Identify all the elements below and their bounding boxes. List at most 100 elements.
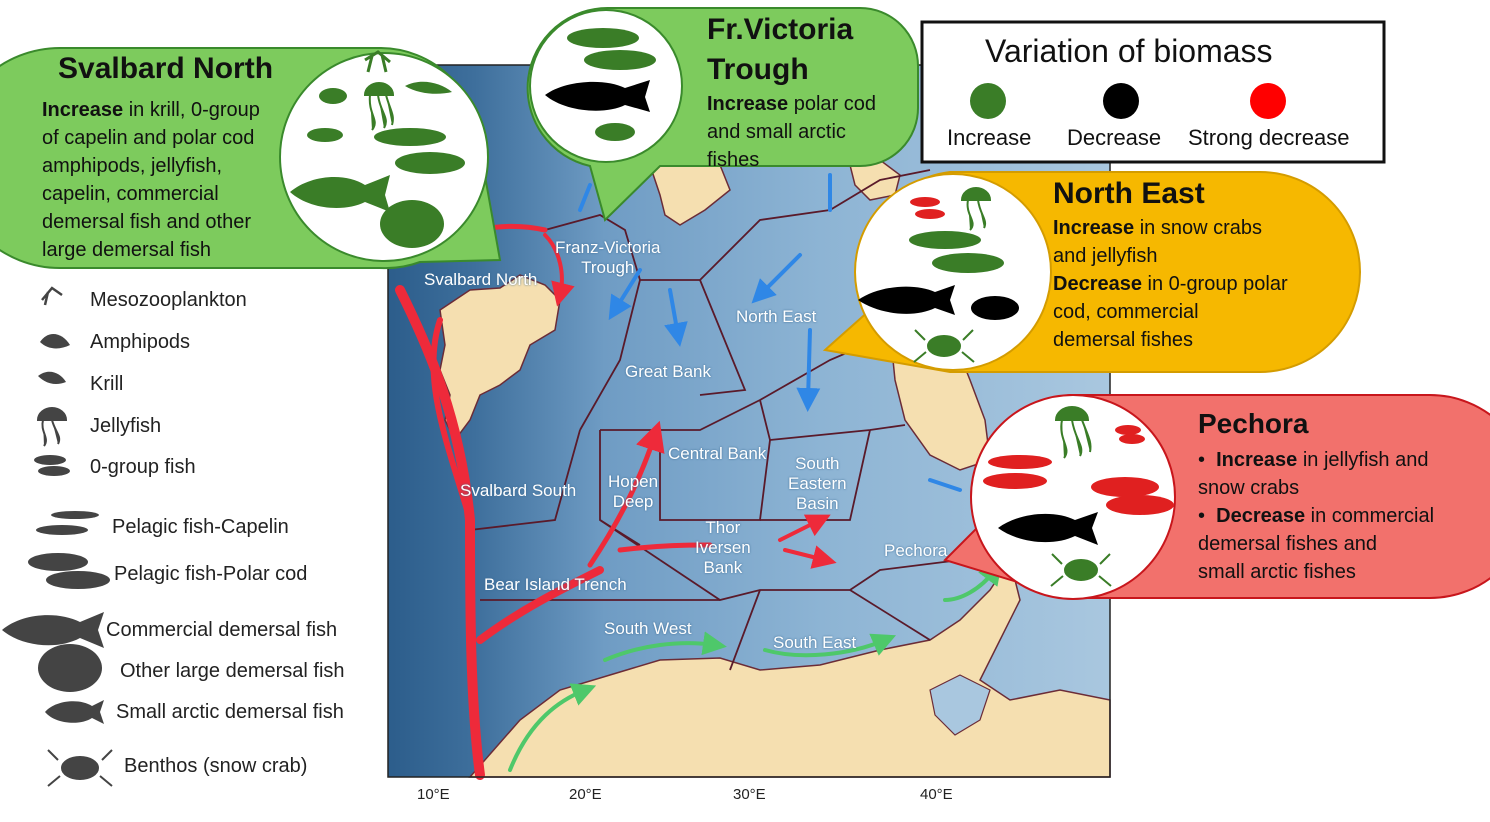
- fr-victoria-line: and small arctic: [707, 121, 846, 143]
- north-east-text: Increase in snow crabs and jellyfish Dec…: [1053, 214, 1323, 354]
- region-thor-line3: Bank: [703, 558, 743, 577]
- pechora-icons: [983, 406, 1174, 587]
- commercial-demersal-fish-icon-sn: [290, 175, 390, 212]
- small-arctic-fish-icon-ne: [971, 296, 1019, 320]
- legend-other-large-demersal: Other large demersal fish: [120, 660, 345, 682]
- region-pechora: Pechora: [884, 541, 948, 560]
- north-east-line: demersal fishes: [1053, 329, 1194, 351]
- polar-cod-icon-fv-1: [567, 28, 639, 48]
- increase-label: Increase: [947, 125, 1032, 150]
- svalbard-north-line: amphipods, jellyfish,: [42, 155, 223, 177]
- region-franz-victoria-line1: Franz-Victoria: [555, 238, 661, 257]
- svalbard-north-line: capelin, commercial: [42, 183, 219, 205]
- fr-victoria-title-line1: Fr.Victoria: [707, 13, 854, 46]
- axis-tick-10e: 10°E: [417, 786, 450, 803]
- north-east-line: cod, commercial: [1053, 301, 1199, 323]
- small-arctic-fish-icon-fv: [595, 123, 635, 141]
- polar-cod-icon-pe: [1091, 477, 1159, 497]
- pechora-line: small arctic fishes: [1198, 561, 1356, 583]
- commercial-demersal-fish-icon-ne: [858, 285, 955, 315]
- region-south-west: South West: [604, 619, 692, 638]
- region-hopen-deep: Hopen Deep: [608, 472, 658, 512]
- legend-jellyfish: Jellyfish: [90, 415, 162, 437]
- krill-icon-sn: [405, 81, 452, 94]
- pechora-icon-circle: [970, 394, 1176, 600]
- strong-decrease-swatch: [1250, 83, 1286, 119]
- legend-capelin: Pelagic fish-Capelin: [112, 516, 289, 538]
- decrease-label: Decrease: [1067, 125, 1162, 150]
- north-east-title: North East: [1053, 177, 1205, 210]
- pechora-text: • Increase in jellyfish and snow crabs •…: [1198, 446, 1488, 586]
- small-arctic-fish-icon: [45, 700, 104, 724]
- north-east-line: in snow crabs: [1139, 217, 1263, 239]
- polar-cod-icon-pe-2: [1106, 495, 1174, 515]
- capelin-icon: [51, 511, 99, 519]
- zero-group-fish-icon-pe-2: [1119, 434, 1145, 444]
- region-seb-line1: South: [795, 454, 840, 473]
- svalbard-landmass: [439, 274, 561, 442]
- flatfish-icon: [38, 644, 102, 692]
- jellyfish-icon-ne: [960, 187, 992, 231]
- commercial-demersal-fish-icon-fv: [545, 80, 650, 112]
- polar-cod-icon: [28, 553, 88, 571]
- region-thor-iversen: Thor Iversen Bank: [695, 518, 751, 578]
- north-east-icons: [858, 187, 1019, 363]
- amphipod-icon-sn: [319, 88, 347, 104]
- region-south-eastern-basin: South Eastern Basin: [788, 454, 847, 514]
- svalbard-north-line: demersal fish and other: [42, 211, 252, 233]
- jellyfish-icon-sn: [363, 82, 395, 131]
- region-seb-line2: Eastern: [788, 474, 847, 493]
- legend-small-arctic-demersal: Small arctic demersal fish: [116, 701, 344, 723]
- capelin-icon-ne: [909, 231, 981, 249]
- polar-cod-icon-fv-2: [584, 50, 656, 70]
- legend-amphipods: Amphipods: [90, 331, 191, 353]
- pechora-title: Pechora: [1198, 408, 1309, 439]
- fr-victoria-icons: [545, 28, 656, 141]
- krill-icon: [38, 371, 66, 384]
- region-thor-line1: Thor: [705, 518, 741, 537]
- zero-group-fish-icon-2: [38, 466, 70, 476]
- white-sea: [929, 674, 991, 736]
- biomass-legend-title: Variation of biomass: [985, 33, 1273, 69]
- legend-mesozooplankton: Mesozooplankton: [90, 289, 247, 311]
- region-hopen-line2: Deep: [612, 492, 654, 511]
- axis-tick-30e: 30°E: [733, 786, 766, 803]
- fr-victoria-text: Increase polar cod and small arctic fish…: [707, 90, 912, 174]
- fr-victoria-line: polar cod: [793, 93, 877, 115]
- zero-group-fish-icon-ne: [910, 197, 940, 207]
- mesozooplankton-icon: [41, 286, 63, 306]
- legend-polar-cod: Pelagic fish-Polar cod: [114, 563, 308, 585]
- commercial-demersal-fish-icon-pe: [998, 512, 1098, 545]
- north-east-line: in 0-group polar: [1147, 273, 1288, 295]
- region-hopen-line1: Hopen: [608, 472, 659, 491]
- capelin-icon-pe: [988, 455, 1052, 469]
- jellyfish-icon: [36, 407, 68, 447]
- taxa-legend-icons: [2, 286, 113, 787]
- fr-victoria-line: fishes: [707, 149, 760, 171]
- snow-crab-icon-pe: [1050, 553, 1112, 587]
- svalbard-north-text: Increase in krill, 0-group of capelin an…: [42, 96, 292, 264]
- pechora-line: in jellyfish and: [1302, 449, 1429, 471]
- fr-victoria-title-line2: Trough: [707, 53, 809, 86]
- north-east-line: and jellyfish: [1053, 245, 1158, 267]
- pechora-increase-word: Increase: [1216, 449, 1298, 471]
- region-thor-line2: Iversen: [695, 538, 751, 557]
- north-east-increase-word: Increase: [1053, 217, 1135, 239]
- svalbard-north-increase-word: Increase: [42, 99, 124, 121]
- snow-crab-icon: [47, 749, 113, 787]
- jellyfish-icon-pe: [1054, 406, 1092, 459]
- polar-cod-icon-ne: [932, 253, 1004, 273]
- region-seb-line3: Basin: [796, 494, 839, 513]
- region-south-east: South East: [773, 633, 857, 652]
- snow-crab-icon-ne: [913, 329, 975, 363]
- svalbard-north-line: large demersal fish: [42, 239, 211, 261]
- svalbard-north-title: Svalbard North: [58, 52, 274, 85]
- svalbard-north-line: in krill, 0-group: [128, 99, 260, 121]
- zero-group-fish-icon-sn: [307, 128, 343, 142]
- legend-0-group-fish: 0-group fish: [90, 456, 196, 478]
- region-franz-victoria-line2: Trough: [581, 258, 635, 277]
- amphipod-icon: [40, 334, 70, 349]
- legend-commercial-demersal: Commercial demersal fish: [106, 619, 338, 641]
- zero-group-fish-icon: [34, 455, 66, 465]
- arctic-current: [578, 173, 962, 492]
